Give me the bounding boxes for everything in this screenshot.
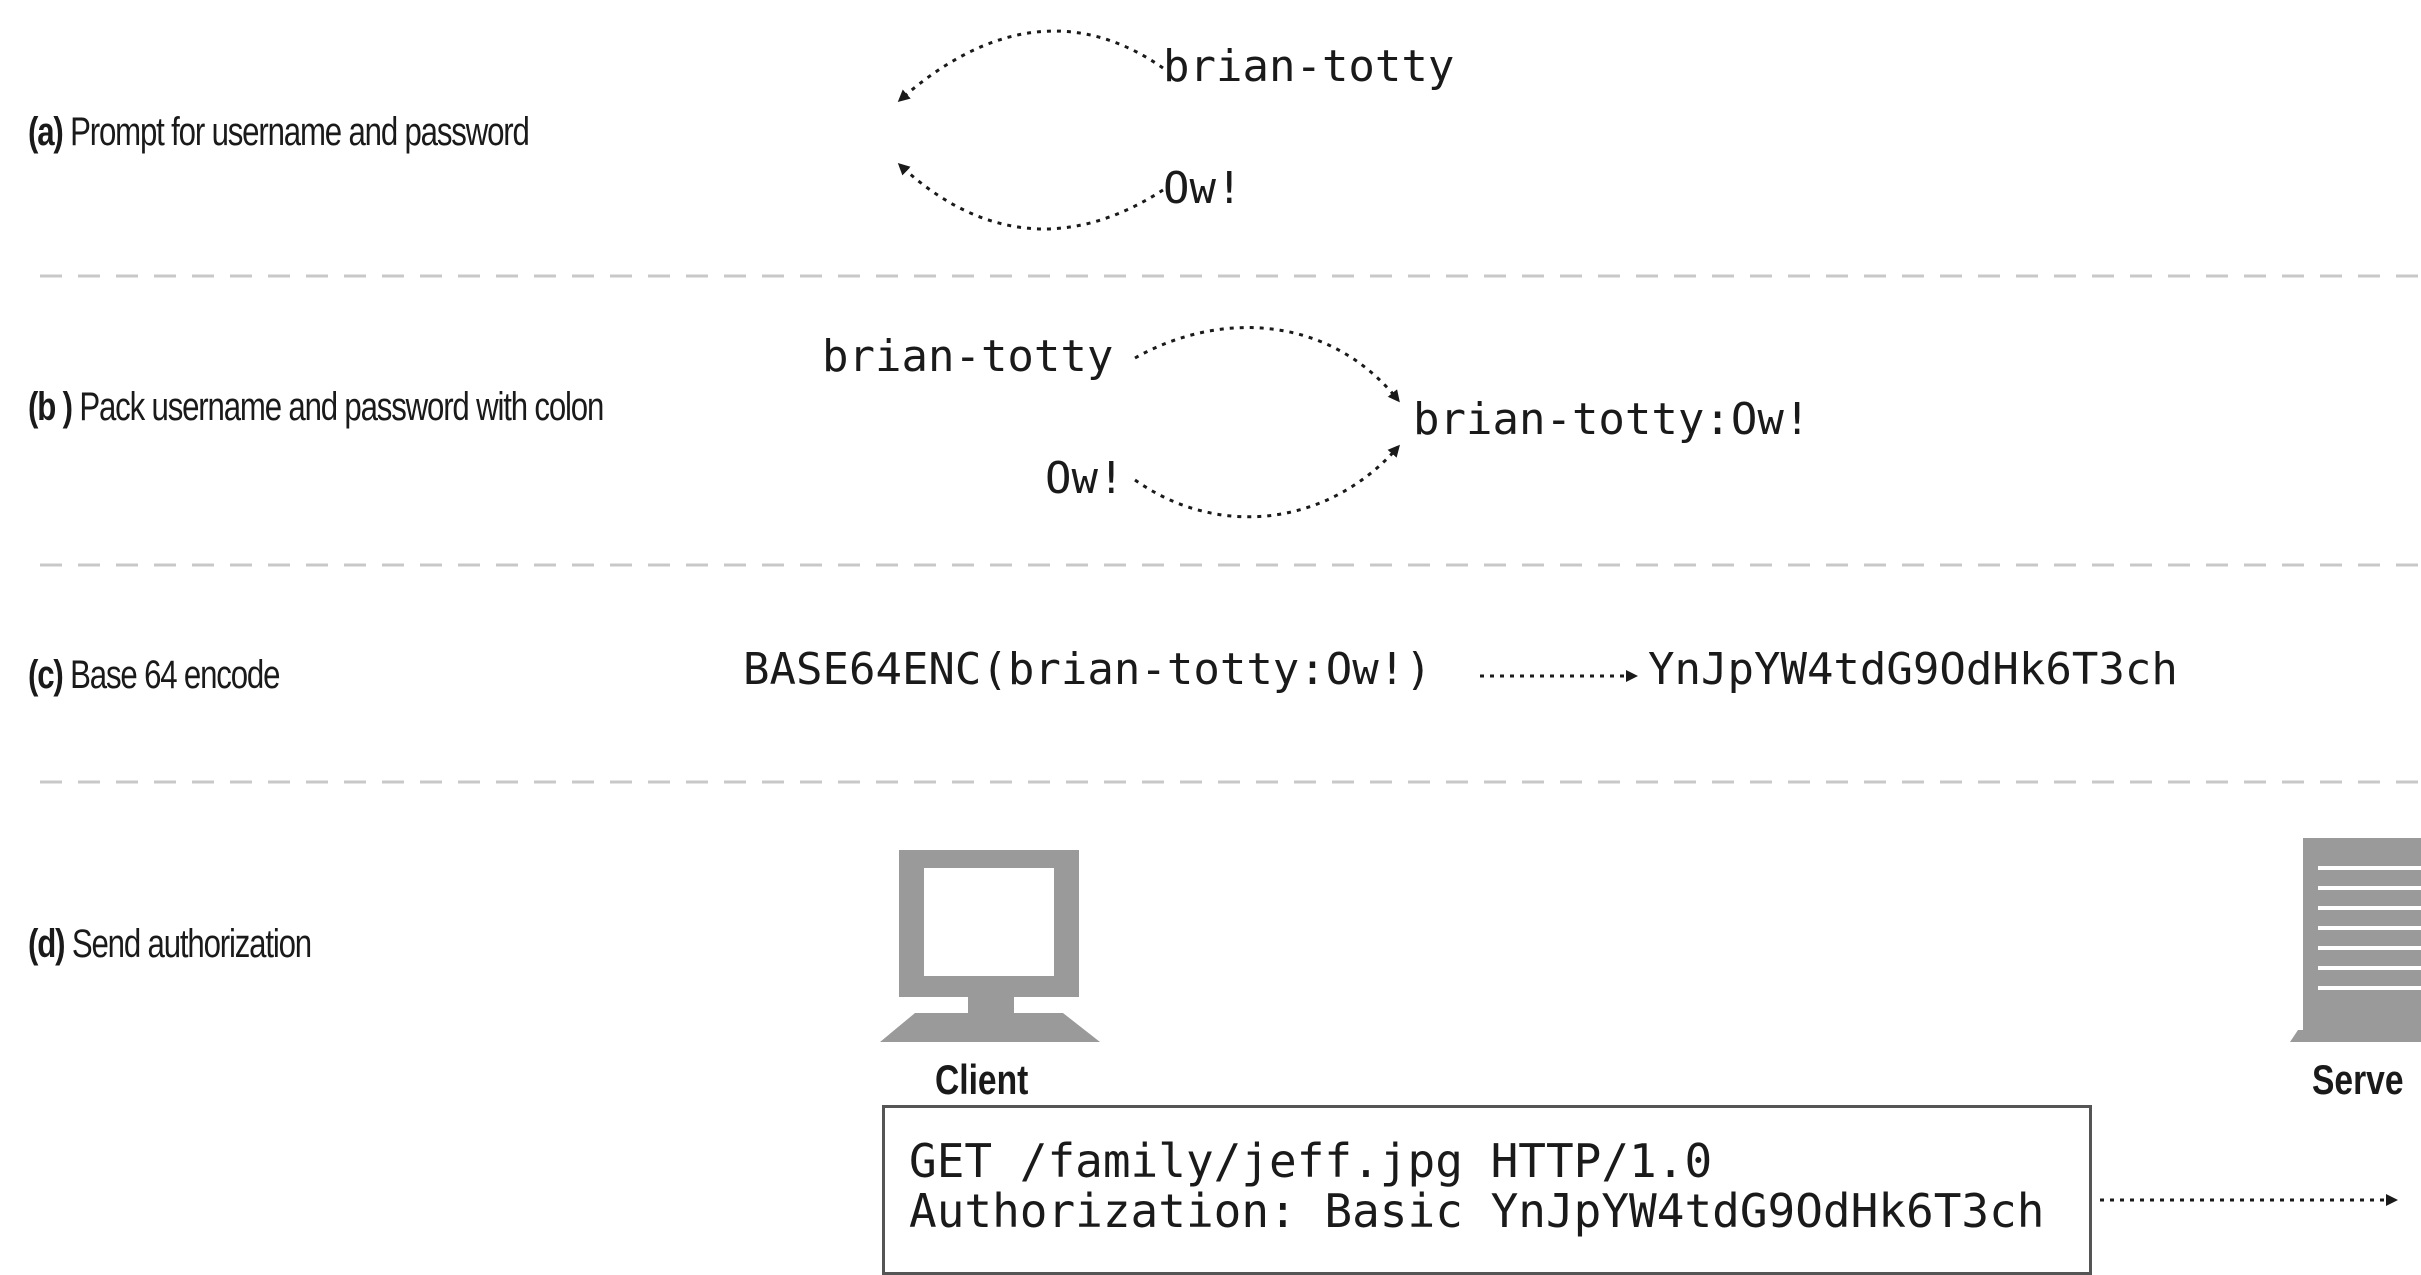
step-a-username: brian-totty — [1163, 41, 1455, 92]
step-a-text: Prompt for username and password — [70, 110, 530, 154]
server-rack-icon — [2290, 838, 2421, 1042]
request-line: GET /family/jeff.jpg HTTP/1.0 — [909, 1134, 1713, 1188]
arrow-prompt-password — [897, 162, 1164, 231]
step-a-password: Ow! — [1163, 163, 1243, 214]
step-b-text: Pack username and password with colon — [79, 385, 604, 429]
step-d-label: (d) Send authorization — [28, 922, 312, 967]
server-label: Serve — [2312, 1056, 2404, 1103]
arrow-pack-password — [1134, 444, 1400, 519]
step-b-packed: brian-totty:Ow! — [1413, 394, 1811, 445]
step-c-letter: (c) — [28, 653, 64, 697]
step-a-label: (a) Prompt for username and password — [28, 110, 530, 155]
step-c-label: (c) Base 64 encode — [28, 653, 280, 698]
step-c-input: BASE64ENC(brian-totty:Ow!) — [743, 644, 1432, 695]
step-d-letter: (d) — [28, 922, 65, 966]
step-d-text: Send authorization — [71, 922, 312, 966]
arrow-pack-username — [1134, 326, 1400, 403]
step-c-output: YnJpYW4tdG9OdHk6T3ch — [1648, 644, 2178, 695]
step-b-label: (b ) Pack username and password with col… — [28, 385, 604, 430]
step-a-letter: (a) — [28, 110, 64, 154]
step-b-letter: (b ) — [28, 385, 73, 429]
authorization-header: Authorization: Basic YnJpYW4tdG9OdHk6T3c… — [909, 1184, 2045, 1238]
step-b-password: Ow! — [1045, 453, 1125, 504]
step-b-username: brian-totty — [822, 331, 1114, 382]
arrow-prompt-username — [897, 29, 1164, 102]
client-label: Client — [935, 1056, 1029, 1103]
computer-monitor-icon — [880, 850, 1100, 1042]
http-request-box: GET /family/jeff.jpg HTTP/1.0 Authorizat… — [882, 1105, 2092, 1275]
step-c-text: Base 64 encode — [70, 653, 280, 697]
